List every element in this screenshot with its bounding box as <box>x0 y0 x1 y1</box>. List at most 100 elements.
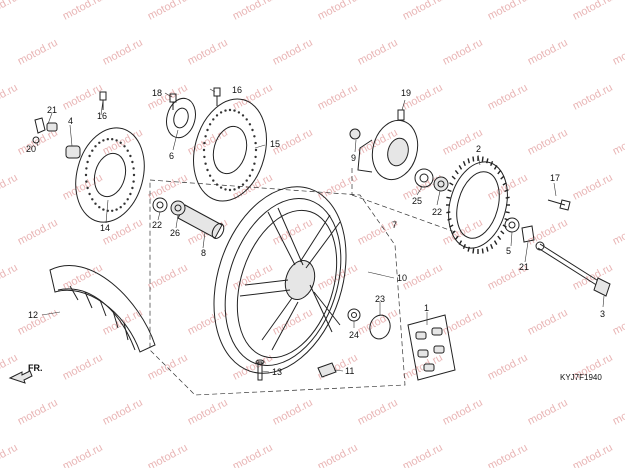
watermark-text: motod.ru <box>16 37 60 68</box>
sprocket-tooth <box>481 156 484 162</box>
bearings-left <box>152 197 186 216</box>
rear-wheel-rim <box>213 186 347 374</box>
sprocket-tooth <box>504 189 509 193</box>
hub-bracket-line <box>351 168 456 233</box>
watermark-text: motod.ru <box>231 442 275 468</box>
watermark-text: motod.ru <box>526 37 570 68</box>
brake-disc-center <box>193 98 267 202</box>
sprocket-tooth <box>454 235 459 241</box>
watermark-text: motod.ru <box>401 442 445 468</box>
disc-hole <box>237 186 241 189</box>
wheel-damper-set <box>407 314 456 381</box>
watermark-text: motod.ru <box>441 397 485 428</box>
disc-hole <box>219 111 223 114</box>
sprocket-tooth <box>493 240 498 245</box>
disc-hole <box>115 208 118 211</box>
callout-6: 6 <box>169 151 174 161</box>
disc-hole <box>241 114 245 117</box>
callout-20: 20 <box>26 144 36 154</box>
disc-hole <box>85 167 88 170</box>
watermark-text: motod.ru <box>0 442 20 468</box>
watermark-text: motod.ru <box>271 37 315 68</box>
disc-hole <box>224 109 227 112</box>
callout-10: 10 <box>397 273 407 283</box>
disc-hole <box>115 139 118 142</box>
disc-hole <box>228 108 232 112</box>
watermark-text: motod.ru <box>0 262 20 293</box>
watermark-text: motod.ru <box>61 262 105 293</box>
watermark-text: motod.ru <box>186 307 230 338</box>
sprocket-tooth <box>490 243 494 249</box>
watermark-text: motod.ru <box>571 82 615 113</box>
disc-hole <box>123 145 126 148</box>
watermark-text: motod.ru <box>486 442 530 468</box>
sprocket-tooth <box>472 248 475 254</box>
sprocket-bolt <box>547 199 571 211</box>
watermark-text: motod.ru <box>526 217 570 248</box>
disc-hole <box>254 148 258 152</box>
watermark-text: motod.ru <box>486 352 530 383</box>
sprocket-tooth <box>497 235 502 241</box>
sprocket-tooth <box>447 189 452 193</box>
sprocket-tooth <box>497 169 502 175</box>
sprocket-tooth <box>451 230 456 235</box>
callout-3: 3 <box>600 309 605 319</box>
watermark-text: motod.ru <box>316 442 360 468</box>
watermark-text: motod.ru <box>61 442 105 468</box>
disc-hole <box>88 192 91 196</box>
callout-15: 15 <box>270 139 280 149</box>
watermark-text: motod.ru <box>356 37 400 68</box>
disc-hole <box>251 168 254 172</box>
disc-hole <box>132 173 136 177</box>
disc-hole <box>126 198 129 201</box>
callout-12: 12 <box>28 310 38 320</box>
sprocket-tooth <box>486 158 489 164</box>
direction-label: FR. <box>28 363 43 373</box>
watermark-text: motod.ru <box>356 307 400 338</box>
front-direction-arrow: FR. <box>8 363 43 384</box>
watermark-text: motod.ru <box>101 37 145 68</box>
disc-hole <box>106 138 110 141</box>
disc-hole <box>98 206 101 209</box>
watermark-text: motod.ru <box>611 397 625 428</box>
watermark-text: motod.ru <box>571 172 615 203</box>
disc-hole <box>94 145 97 148</box>
disc-hole <box>86 186 89 190</box>
sprocket-tooth <box>449 224 454 228</box>
watermark-text: motod.ru <box>16 217 60 248</box>
disc-hole <box>245 118 248 121</box>
disc-hole <box>253 135 256 138</box>
rear-axle <box>535 241 611 297</box>
watermark-text: motod.ru <box>611 37 625 68</box>
sprocket-tooth <box>467 158 470 164</box>
sprocket-tooth <box>458 165 463 170</box>
watermark-text: motod.ru <box>526 127 570 158</box>
disc-hole <box>131 160 134 164</box>
watermark-text: motod.ru <box>441 307 485 338</box>
watermark-text: motod.ru <box>231 262 275 293</box>
disc-hole <box>123 202 126 205</box>
callout-22-right: 22 <box>432 207 442 217</box>
disc-hole <box>212 179 215 182</box>
sprocket-tooth <box>451 175 456 180</box>
diagram-code: KYJ7F1940 <box>560 373 602 382</box>
watermark-text: motod.ru <box>146 352 190 383</box>
watermark-text: motod.ru <box>611 217 625 248</box>
callout-1: 1 <box>424 303 429 313</box>
callout-8: 8 <box>201 248 206 258</box>
callout-24: 24 <box>349 330 359 340</box>
watermark-text: motod.ru <box>316 172 360 203</box>
disc-hole <box>208 123 212 126</box>
watermark-text: motod.ru <box>316 82 360 113</box>
disc-hole <box>204 162 207 165</box>
disc-hole <box>248 174 252 177</box>
bearings-right <box>414 168 449 192</box>
disc-hole <box>206 128 209 132</box>
disc-hole <box>91 198 94 201</box>
disc-hole <box>119 206 122 209</box>
disc-hole <box>233 109 236 112</box>
disc-hole <box>253 162 256 165</box>
sprocket-tooth <box>481 248 484 254</box>
